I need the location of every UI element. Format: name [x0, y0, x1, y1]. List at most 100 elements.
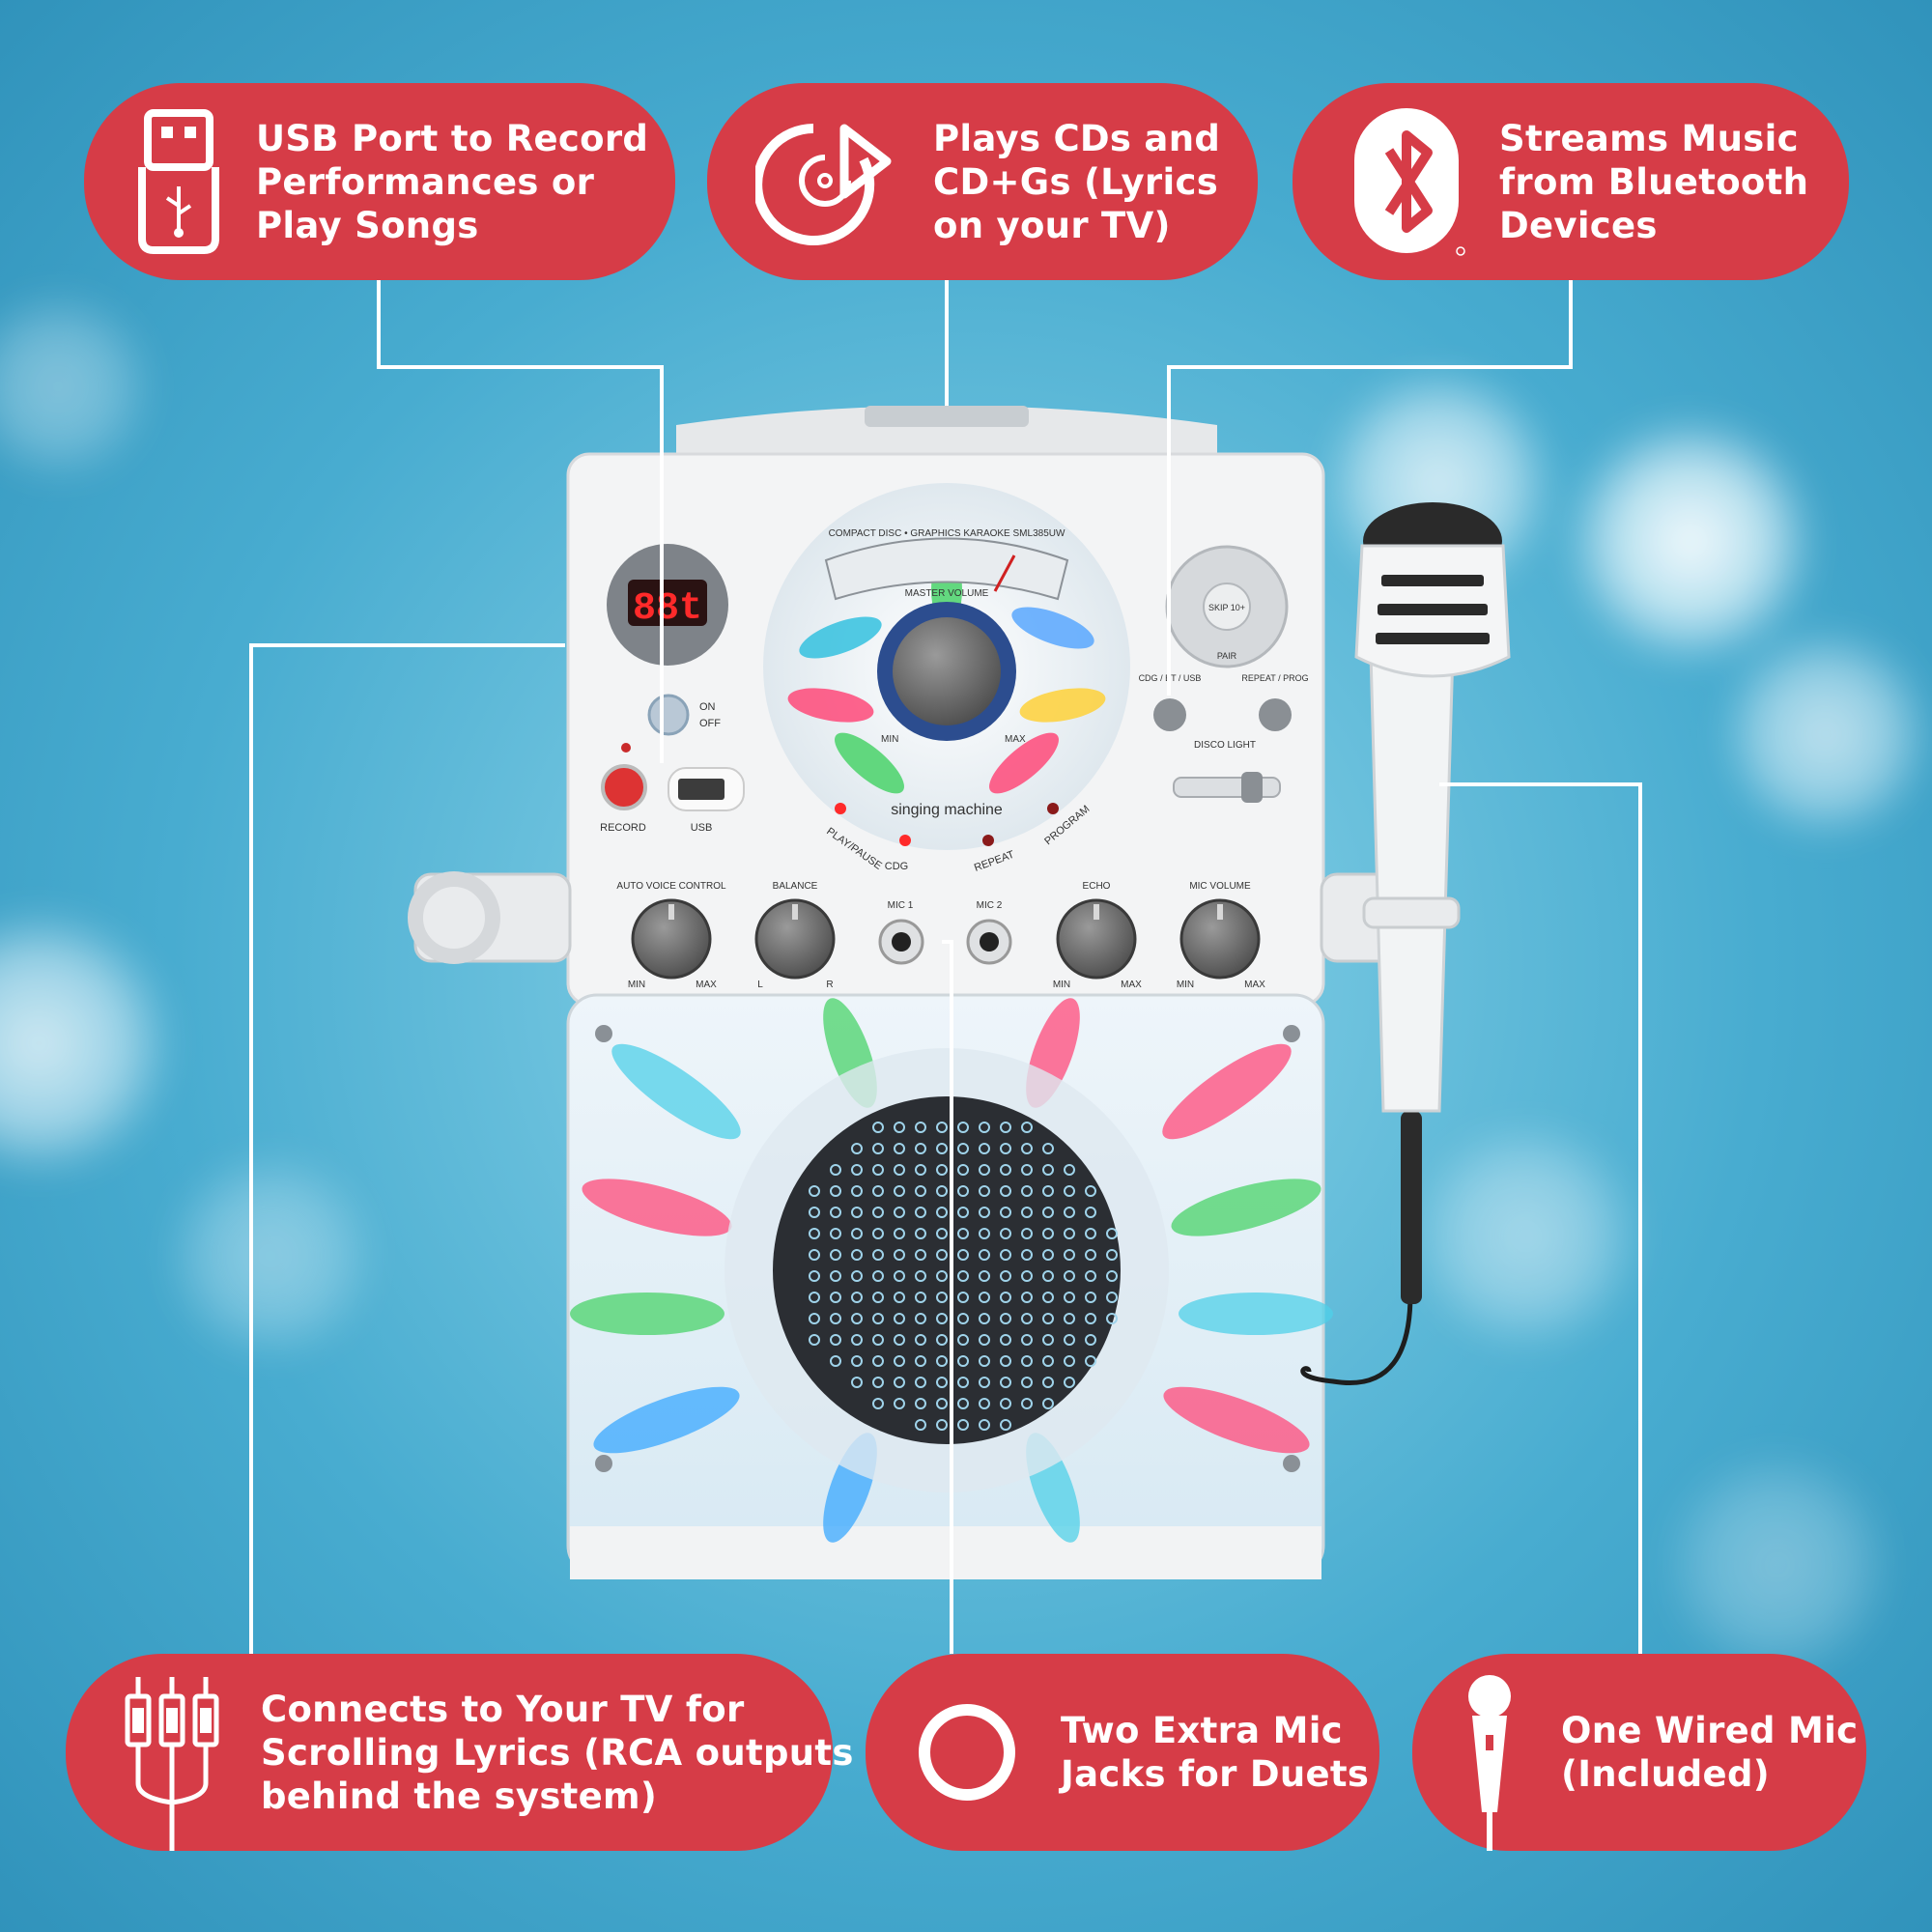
microphone-icon [1468, 1675, 1511, 1851]
grille-hole [957, 1292, 969, 1303]
cd-play-icon [755, 124, 892, 245]
rca-cable-icon [125, 1677, 219, 1851]
grille-hole [957, 1270, 969, 1282]
control-knob[interactable] [631, 898, 712, 980]
grille-hole [1021, 1398, 1033, 1409]
knob-indicator [1094, 904, 1099, 920]
grille-hole [915, 1313, 926, 1324]
grille-hole [1021, 1249, 1033, 1261]
brand-label: singing machine [891, 802, 1003, 818]
grille-hole [957, 1377, 969, 1388]
grille-hole [894, 1292, 905, 1303]
usb-feature-line-1: USB Port to Record [256, 117, 649, 159]
knob-indicator [668, 904, 674, 920]
grille-hole [1085, 1270, 1096, 1282]
grille-hole [851, 1164, 863, 1176]
grille-hole [851, 1355, 863, 1367]
knob-indicator [792, 904, 798, 920]
grille-hole [1042, 1143, 1054, 1154]
grille-hole [1000, 1207, 1011, 1218]
knob-range-label: L [757, 980, 763, 990]
grille-hole [1106, 1249, 1118, 1261]
knob-label: AUTO VOICE CONTROL [616, 881, 726, 892]
grille-hole [1021, 1228, 1033, 1239]
grille-hole [1085, 1207, 1096, 1218]
grille-hole [1000, 1249, 1011, 1261]
grille-hole [1106, 1292, 1118, 1303]
record-button[interactable] [601, 764, 647, 810]
control-knob[interactable] [1056, 898, 1137, 980]
grille-hole [979, 1313, 990, 1324]
grille-hole [1000, 1143, 1011, 1154]
grille-hole [809, 1270, 820, 1282]
grille-hole [894, 1313, 905, 1324]
mic2-label: MIC 2 [977, 900, 1003, 911]
grille-hole [1042, 1228, 1054, 1239]
circle-jack-icon [919, 1704, 1015, 1801]
grille-hole [830, 1164, 841, 1176]
disco-light-slider[interactable] [1173, 777, 1281, 798]
grille-hole [1000, 1355, 1011, 1367]
power-button[interactable] [647, 694, 690, 736]
grille-hole [1042, 1355, 1054, 1367]
grille-hole [1042, 1292, 1054, 1303]
grille-hole [1085, 1185, 1096, 1197]
usb-port[interactable] [678, 779, 724, 800]
grille-hole [1042, 1249, 1054, 1261]
knob-range-label: MIN [1177, 980, 1194, 990]
master-min-label: MIN [881, 734, 898, 745]
grille-hole [957, 1355, 969, 1367]
grille-hole [957, 1122, 969, 1133]
grille-hole [1085, 1313, 1096, 1324]
source-button[interactable] [1153, 698, 1186, 731]
grille-hole [1000, 1398, 1011, 1409]
grille-hole [1064, 1228, 1075, 1239]
grille-hole [1064, 1334, 1075, 1346]
grille-hole [872, 1377, 884, 1388]
grille-hole [1021, 1313, 1033, 1324]
grille-hole [979, 1355, 990, 1367]
grille-hole [957, 1334, 969, 1346]
grille-hole [872, 1143, 884, 1154]
grille-hole [979, 1419, 990, 1431]
usb-feature-line-3: Play Songs [256, 204, 479, 246]
grille-hole [894, 1355, 905, 1367]
control-knob[interactable] [1179, 898, 1261, 980]
grille-hole [979, 1164, 990, 1176]
control-knob[interactable] [754, 898, 836, 980]
grille-hole [894, 1164, 905, 1176]
tv-feature-line-3: behind the system) [261, 1775, 658, 1817]
grille-hole [979, 1377, 990, 1388]
grille-hole [809, 1207, 820, 1218]
knob-range-label: MIN [628, 980, 645, 990]
repeat-prog-button[interactable] [1259, 698, 1292, 731]
grille-hole [915, 1334, 926, 1346]
knob-range-label: R [826, 980, 833, 990]
grille-hole [1042, 1207, 1054, 1218]
grille-hole [915, 1164, 926, 1176]
grille-hole [1000, 1292, 1011, 1303]
master-volume-knob[interactable] [893, 617, 1001, 725]
mic-feature-line-2: (Included) [1561, 1753, 1770, 1795]
grille-hole [872, 1122, 884, 1133]
grille-hole [851, 1334, 863, 1346]
vu-title: COMPACT DISC • GRAPHICS KARAOKE SML385UW [829, 528, 1065, 539]
grille-hole [1085, 1355, 1096, 1367]
usb-label: USB [691, 822, 713, 834]
grille-hole [915, 1185, 926, 1197]
grille-hole [894, 1398, 905, 1409]
knob-label: BALANCE [773, 881, 818, 892]
bluetooth-feature-line-3: Devices [1499, 204, 1658, 246]
grille-hole [1042, 1334, 1054, 1346]
cd-feature-line-2: CD+Gs (Lyrics [933, 160, 1219, 203]
grille-hole [894, 1377, 905, 1388]
grille-hole [979, 1185, 990, 1197]
grille-hole [1064, 1207, 1075, 1218]
grille-hole [979, 1228, 990, 1239]
grille-hole [915, 1419, 926, 1431]
led-display-text: 88t [633, 587, 702, 631]
knob-range-label: MAX [1244, 980, 1265, 990]
